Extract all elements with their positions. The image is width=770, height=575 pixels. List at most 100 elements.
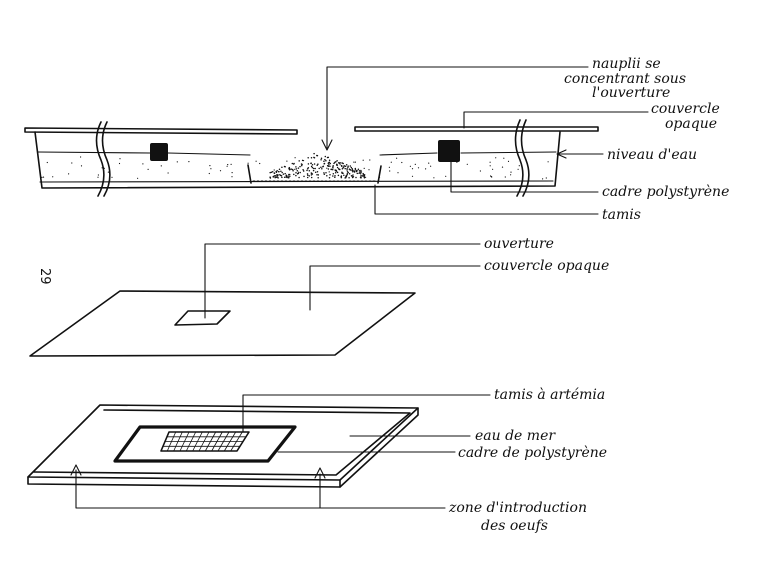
water-particle — [503, 157, 505, 159]
nauplius-dot — [355, 170, 358, 172]
water-particle — [210, 168, 212, 170]
nauplius-dot — [308, 175, 311, 177]
water-particle — [417, 167, 420, 169]
break-mark-right — [514, 119, 524, 197]
water-particle — [518, 165, 520, 167]
nauplius-dot — [332, 165, 334, 167]
polystyrene-block-left — [150, 143, 168, 161]
water-particle — [111, 176, 113, 178]
water-particle — [339, 164, 341, 166]
nauplius-dot — [290, 168, 293, 170]
water-particle — [259, 162, 261, 165]
nauplius-dot — [346, 172, 349, 175]
water-particle — [247, 162, 249, 164]
nauplius-dot — [327, 156, 330, 159]
nauplius-dot — [328, 176, 331, 179]
nauplius-dot — [329, 165, 331, 168]
nauplius-dot — [362, 175, 364, 177]
nauplius-dot — [295, 166, 297, 168]
label-frame: cadre polystyrène — [602, 184, 729, 200]
nauplii-cluster — [269, 152, 366, 179]
nauplius-dot — [362, 172, 364, 175]
nauplius-dot — [357, 168, 360, 171]
nauplius-dot — [285, 174, 288, 177]
nauplius-dot — [310, 174, 313, 176]
water-particle — [71, 162, 73, 164]
nauplius-dot — [311, 166, 314, 169]
nauplius-dot — [359, 176, 362, 179]
nauplius-dot — [340, 175, 342, 178]
water-particle — [433, 177, 435, 179]
water-particle — [411, 168, 414, 170]
nauplius-dot — [296, 170, 299, 172]
tank-floor-inner — [39, 180, 554, 183]
water-particle — [547, 161, 549, 163]
nauplius-dot — [295, 172, 297, 174]
water-particle — [294, 157, 296, 159]
label-egg-zone-line1: zone d'introduction — [448, 500, 587, 516]
nauplius-dot — [316, 170, 319, 173]
water-particle — [227, 164, 229, 166]
water-particles — [41, 156, 549, 180]
nauplius-dot — [310, 165, 313, 168]
nauplius-dot — [324, 158, 326, 161]
nauplius-dot — [351, 168, 353, 170]
nauplius-dot — [347, 165, 349, 167]
water-particle — [167, 172, 169, 174]
water-particle — [42, 176, 45, 178]
leader-cover-plate — [309, 265, 481, 311]
nauplius-dot — [329, 162, 332, 165]
nauplius-dot — [302, 170, 305, 172]
water-particle — [231, 176, 233, 178]
water-particle — [492, 168, 494, 170]
water-particle — [409, 165, 411, 167]
nauplius-dot — [320, 166, 322, 168]
nauplius-dot — [299, 171, 301, 174]
nauplius-dot — [295, 174, 297, 177]
water-particle — [255, 160, 257, 162]
nauplius-dot — [298, 176, 300, 179]
nauplius-dot — [306, 176, 309, 179]
nauplius-dot — [354, 167, 357, 170]
nauplius-dot — [362, 174, 365, 176]
nauplius-dot — [344, 165, 347, 168]
nauplius-dot — [293, 173, 295, 176]
nauplius-dot — [336, 163, 338, 166]
water-particle — [176, 161, 178, 163]
break-mark-left — [95, 121, 105, 197]
water-particle — [103, 167, 105, 169]
nauplius-dot — [330, 168, 332, 171]
water-particle — [501, 166, 504, 168]
nauplius-dot — [316, 174, 318, 176]
nauplius-dot — [328, 164, 330, 166]
water-particle — [430, 165, 432, 167]
nauplius-dot — [281, 171, 283, 174]
nauplius-dot — [322, 165, 324, 168]
nauplius-dot — [314, 167, 316, 170]
nauplius-dot — [334, 176, 336, 178]
right-lid — [354, 126, 599, 132]
nauplius-dot — [302, 169, 304, 171]
water-particle — [510, 171, 512, 173]
nauplius-dot — [299, 165, 301, 168]
nauplius-dot — [363, 173, 366, 176]
water-particle — [545, 177, 547, 179]
nauplius-dot — [324, 155, 327, 158]
nauplius-dot — [286, 176, 288, 179]
tray-inner-rim — [33, 409, 411, 476]
nauplius-dot — [316, 164, 318, 166]
water-particle — [389, 170, 391, 172]
water-particle — [401, 161, 403, 164]
leader-egg-zone — [75, 469, 446, 509]
nauplius-dot — [351, 176, 354, 179]
nauplius-dot — [328, 159, 331, 162]
nauplius-dot — [345, 163, 348, 166]
left-lid — [24, 127, 298, 135]
nauplius-dot — [336, 159, 338, 162]
nauplius-dot — [339, 168, 341, 171]
water-level-line — [37, 151, 557, 156]
sieve-profile — [247, 164, 382, 184]
nauplius-dot — [281, 166, 283, 168]
water-particle — [428, 162, 430, 164]
